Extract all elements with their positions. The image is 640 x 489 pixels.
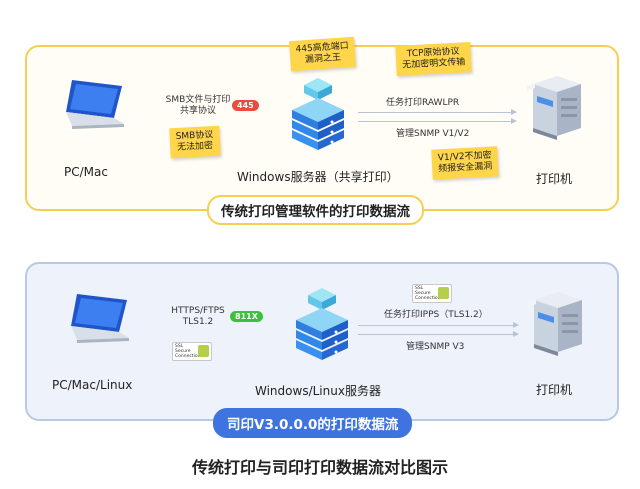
ssl-text: Connection xyxy=(175,354,201,359)
server-label: Windows服务器（共享打印） xyxy=(237,170,399,184)
note-line: 无法加密 xyxy=(176,141,214,153)
page-title: 传统打印与司印打印数据流对比图示 xyxy=(191,458,448,477)
ssl-text: Connection xyxy=(415,296,441,301)
task-print-arrow xyxy=(358,109,517,115)
client-label: PC/Mac xyxy=(64,165,108,179)
printer-label: 打印机 xyxy=(536,172,573,186)
note-line: 无加密明文传输 xyxy=(402,57,466,71)
laptop-icon xyxy=(71,294,129,343)
manage-arrow xyxy=(358,331,519,337)
laptop-icon xyxy=(66,80,124,129)
ssl-text: SSL xyxy=(175,344,184,349)
port-445-risk-note: 445高危端口 漏洞之王 xyxy=(289,36,357,72)
task-print-label: 任务打印RAWLPR xyxy=(386,98,460,108)
smb-no-encryption-note: SMB协议 无法加密 xyxy=(169,125,221,159)
server-stack-icon xyxy=(292,78,344,150)
siyin-flow-caption: 司印V3.0.0.0的打印数据流 xyxy=(213,408,413,438)
manage-arrow xyxy=(358,118,517,124)
note-line: 频报安全漏洞 xyxy=(438,161,493,175)
port-445-badge: 445 xyxy=(232,100,259,111)
printer-icon xyxy=(527,76,581,140)
smb-protocol-line1: SMB文件与打印 xyxy=(165,95,231,105)
tcp-plaintext-note: TCP原始协议 无加密明文传输 xyxy=(395,42,472,76)
printer-label: 打印机 xyxy=(536,383,573,397)
task-print-label: 任务打印IPPS（TLS1.2） xyxy=(384,310,488,320)
traditional-flow-caption: 传统打印管理软件的打印数据流 xyxy=(207,195,424,225)
server-label: Windows/Linux服务器 xyxy=(255,384,381,398)
manage-snmp-label: 管理SNMP V3 xyxy=(406,342,465,352)
ssl-text: Secure xyxy=(175,349,191,354)
https-protocol-line1: HTTPS/FTPS xyxy=(171,306,225,316)
task-print-arrow xyxy=(358,322,519,328)
port-811x-badge: 811X xyxy=(230,311,263,322)
snmp-vuln-note: V1/V2不加密 频报安全漏洞 xyxy=(431,146,499,180)
manage-snmp-label: 管理SNMP V1/V2 xyxy=(396,129,470,139)
client-label: PC/Mac/Linux xyxy=(52,378,133,392)
lock-icon xyxy=(198,345,209,357)
note-line: 漏洞之王 xyxy=(304,52,342,66)
ssl-text: SSL xyxy=(415,286,424,291)
printer-icon xyxy=(528,292,582,356)
https-protocol-line2: TLS1.2 xyxy=(182,317,214,327)
server-stack-icon xyxy=(296,288,348,360)
ssl-text: Secure xyxy=(415,291,431,296)
smb-protocol-line2: 共享协议 xyxy=(179,106,216,116)
lock-icon xyxy=(438,287,449,299)
